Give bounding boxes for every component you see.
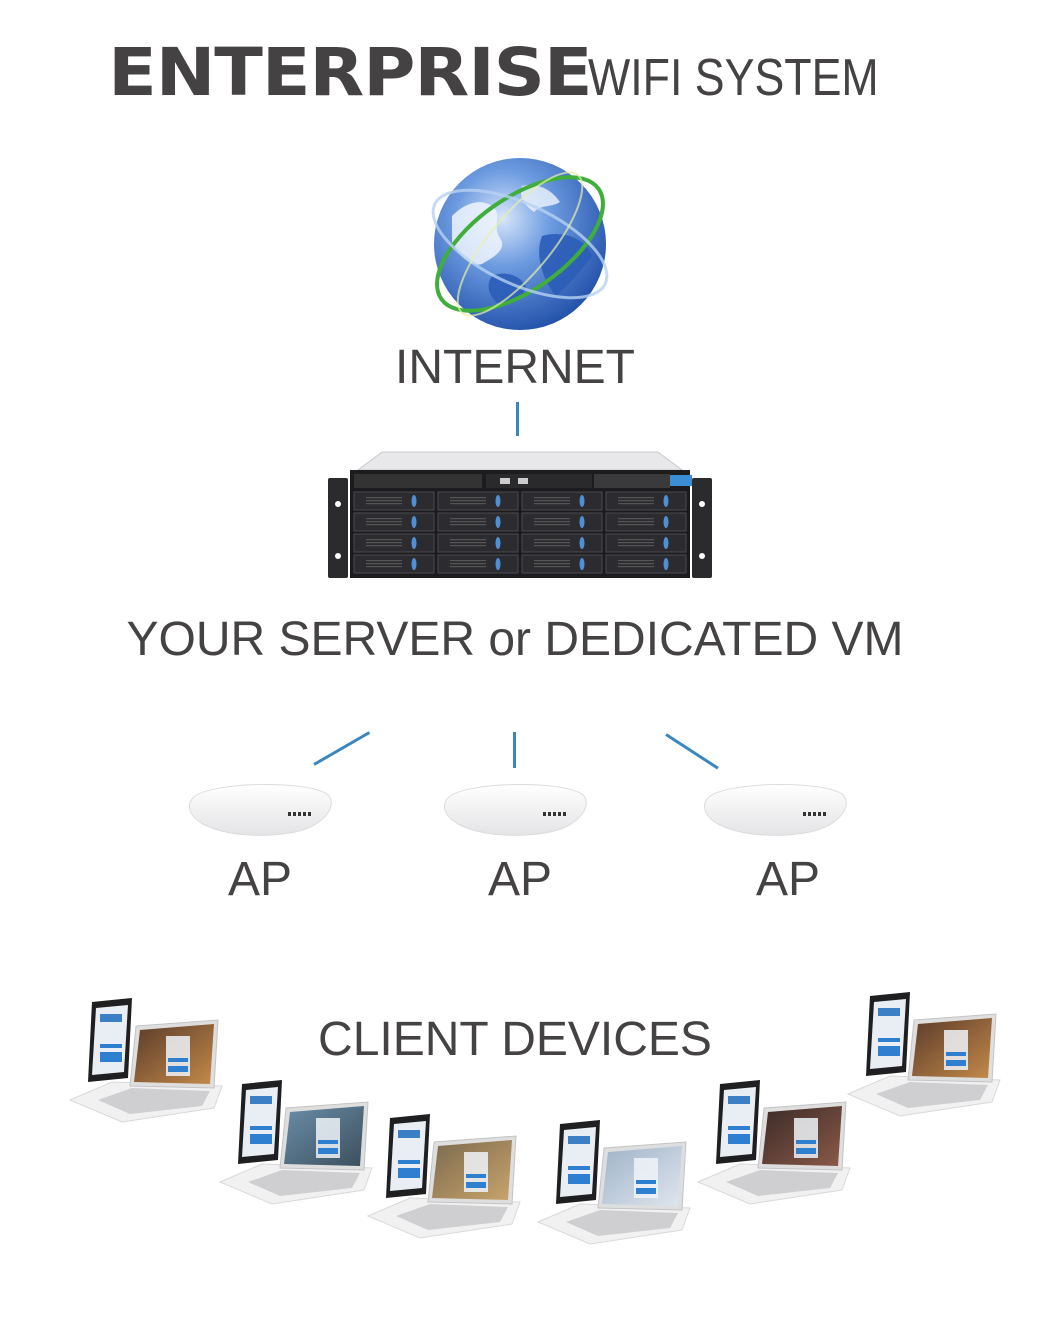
rack-server-icon — [328, 451, 712, 578]
drive-led — [663, 537, 669, 549]
server-label: YOUR SERVER or DEDICATED VM — [126, 613, 904, 666]
client-devices-label: CLIENT DEVICES — [318, 1013, 712, 1066]
laptop-tablet-icon — [530, 1118, 695, 1248]
drive-led — [495, 495, 501, 507]
access-point-icon — [700, 778, 850, 840]
drive-led — [663, 516, 669, 528]
access-point-icon — [185, 778, 335, 840]
ap-label: AP — [487, 853, 553, 906]
drive-led — [495, 537, 501, 549]
title-bold: ENTERPRISE — [108, 34, 593, 111]
connector-server-ap-2 — [513, 732, 516, 768]
globe-icon — [431, 158, 609, 330]
access-point-icon — [440, 778, 590, 840]
ap-label: AP — [227, 853, 293, 906]
drive-led — [579, 558, 585, 570]
laptop-tablet-icon — [212, 1078, 377, 1208]
drive-led — [663, 558, 669, 570]
connector-internet-server — [516, 402, 519, 436]
drive-led — [579, 537, 585, 549]
drive-led — [495, 516, 501, 528]
drive-led — [411, 495, 417, 507]
laptop-tablet-icon — [690, 1078, 855, 1208]
drive-led — [579, 516, 585, 528]
connector-server-ap-3 — [665, 733, 719, 770]
laptop-tablet-icon — [840, 990, 1005, 1120]
ap-label: AP — [755, 853, 821, 906]
laptop-tablet-icon — [62, 996, 227, 1126]
drive-led — [411, 516, 417, 528]
drive-led — [411, 558, 417, 570]
connector-server-ap-1 — [313, 731, 371, 766]
diagram-title: ENTERPRISEWIFI SYSTEM — [0, 34, 1052, 111]
drive-led — [579, 495, 585, 507]
title-light: WIFI SYSTEM — [587, 49, 879, 107]
drive-led — [495, 558, 501, 570]
drive-led — [663, 495, 669, 507]
internet-label: INTERNET — [395, 341, 635, 394]
laptop-tablet-icon — [360, 1112, 525, 1242]
drive-led — [411, 537, 417, 549]
